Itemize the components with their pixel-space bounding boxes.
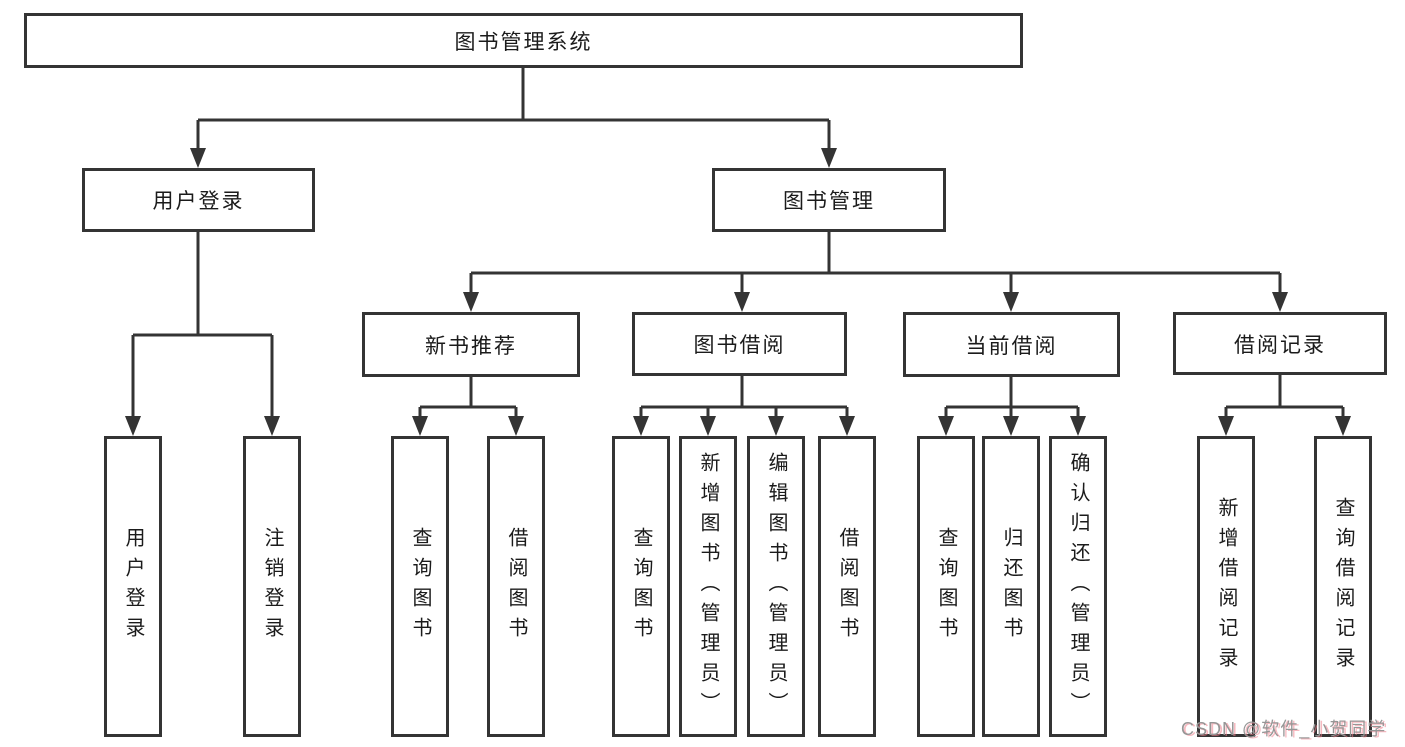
leaf-query-books: 查询图书 [612,436,670,737]
leaf-borrow-books: 借阅图书 [818,436,876,737]
node-label: 图书管理系统 [454,30,593,54]
node-current-borrow: 当前借阅 [903,312,1120,377]
node-label: 当前借阅 [965,334,1058,358]
node-new-book-recommend: 新书推荐 [362,312,580,377]
node-label: 新增借阅记录 [1215,496,1237,677]
arrowhead-icons [125,148,1351,436]
leaf-borrow-books: 借阅图书 [487,436,545,737]
node-label: 用户登录 [152,190,245,213]
leaf-query-books: 查询图书 [917,436,975,737]
leaf-add-borrow-record: 新增借阅记录 [1197,436,1255,737]
node-label: 借阅图书 [505,526,527,647]
leaf-edit-book-admin: 编辑图书（管理员） [747,436,805,737]
node-label: 查询图书 [935,526,957,647]
node-label: 查询图书 [409,526,431,647]
leaf-logout: 注销登录 [243,436,301,737]
node-label: 查询借阅记录 [1332,496,1354,677]
node-label: 新增图书（管理员） [697,451,719,722]
leaf-user-login: 用户登录 [104,436,162,737]
node-book-management: 图书管理 [712,168,946,232]
node-label: 归还图书 [1000,526,1022,647]
leaf-query-books: 查询图书 [391,436,449,737]
node-user-login: 用户登录 [82,168,315,232]
node-borrow-records: 借阅记录 [1173,312,1387,375]
node-label: 编辑图书（管理员） [765,451,787,722]
node-label: 新书推荐 [425,334,517,358]
node-library-management-system: 图书管理系统 [24,13,1023,68]
leaf-query-borrow-record: 查询借阅记录 [1314,436,1372,737]
node-label: 图书管理 [783,190,875,213]
leaf-confirm-return-admin: 确认归还（管理员） [1049,436,1107,737]
node-label: 注销登录 [261,526,283,647]
node-label: 图书借阅 [693,334,786,357]
node-label: 借阅记录 [1234,333,1326,357]
leaf-add-book-admin: 新增图书（管理员） [679,436,737,737]
node-label: 确认归还（管理员） [1067,451,1089,722]
leaf-return-book: 归还图书 [982,436,1040,737]
node-label: 借阅图书 [836,526,858,647]
node-book-borrow: 图书借阅 [632,312,847,376]
node-label: 查询图书 [630,526,652,647]
csdn-watermark: CSDN @软件_小贺同学 [1181,719,1387,739]
node-label: 用户登录 [122,526,144,647]
